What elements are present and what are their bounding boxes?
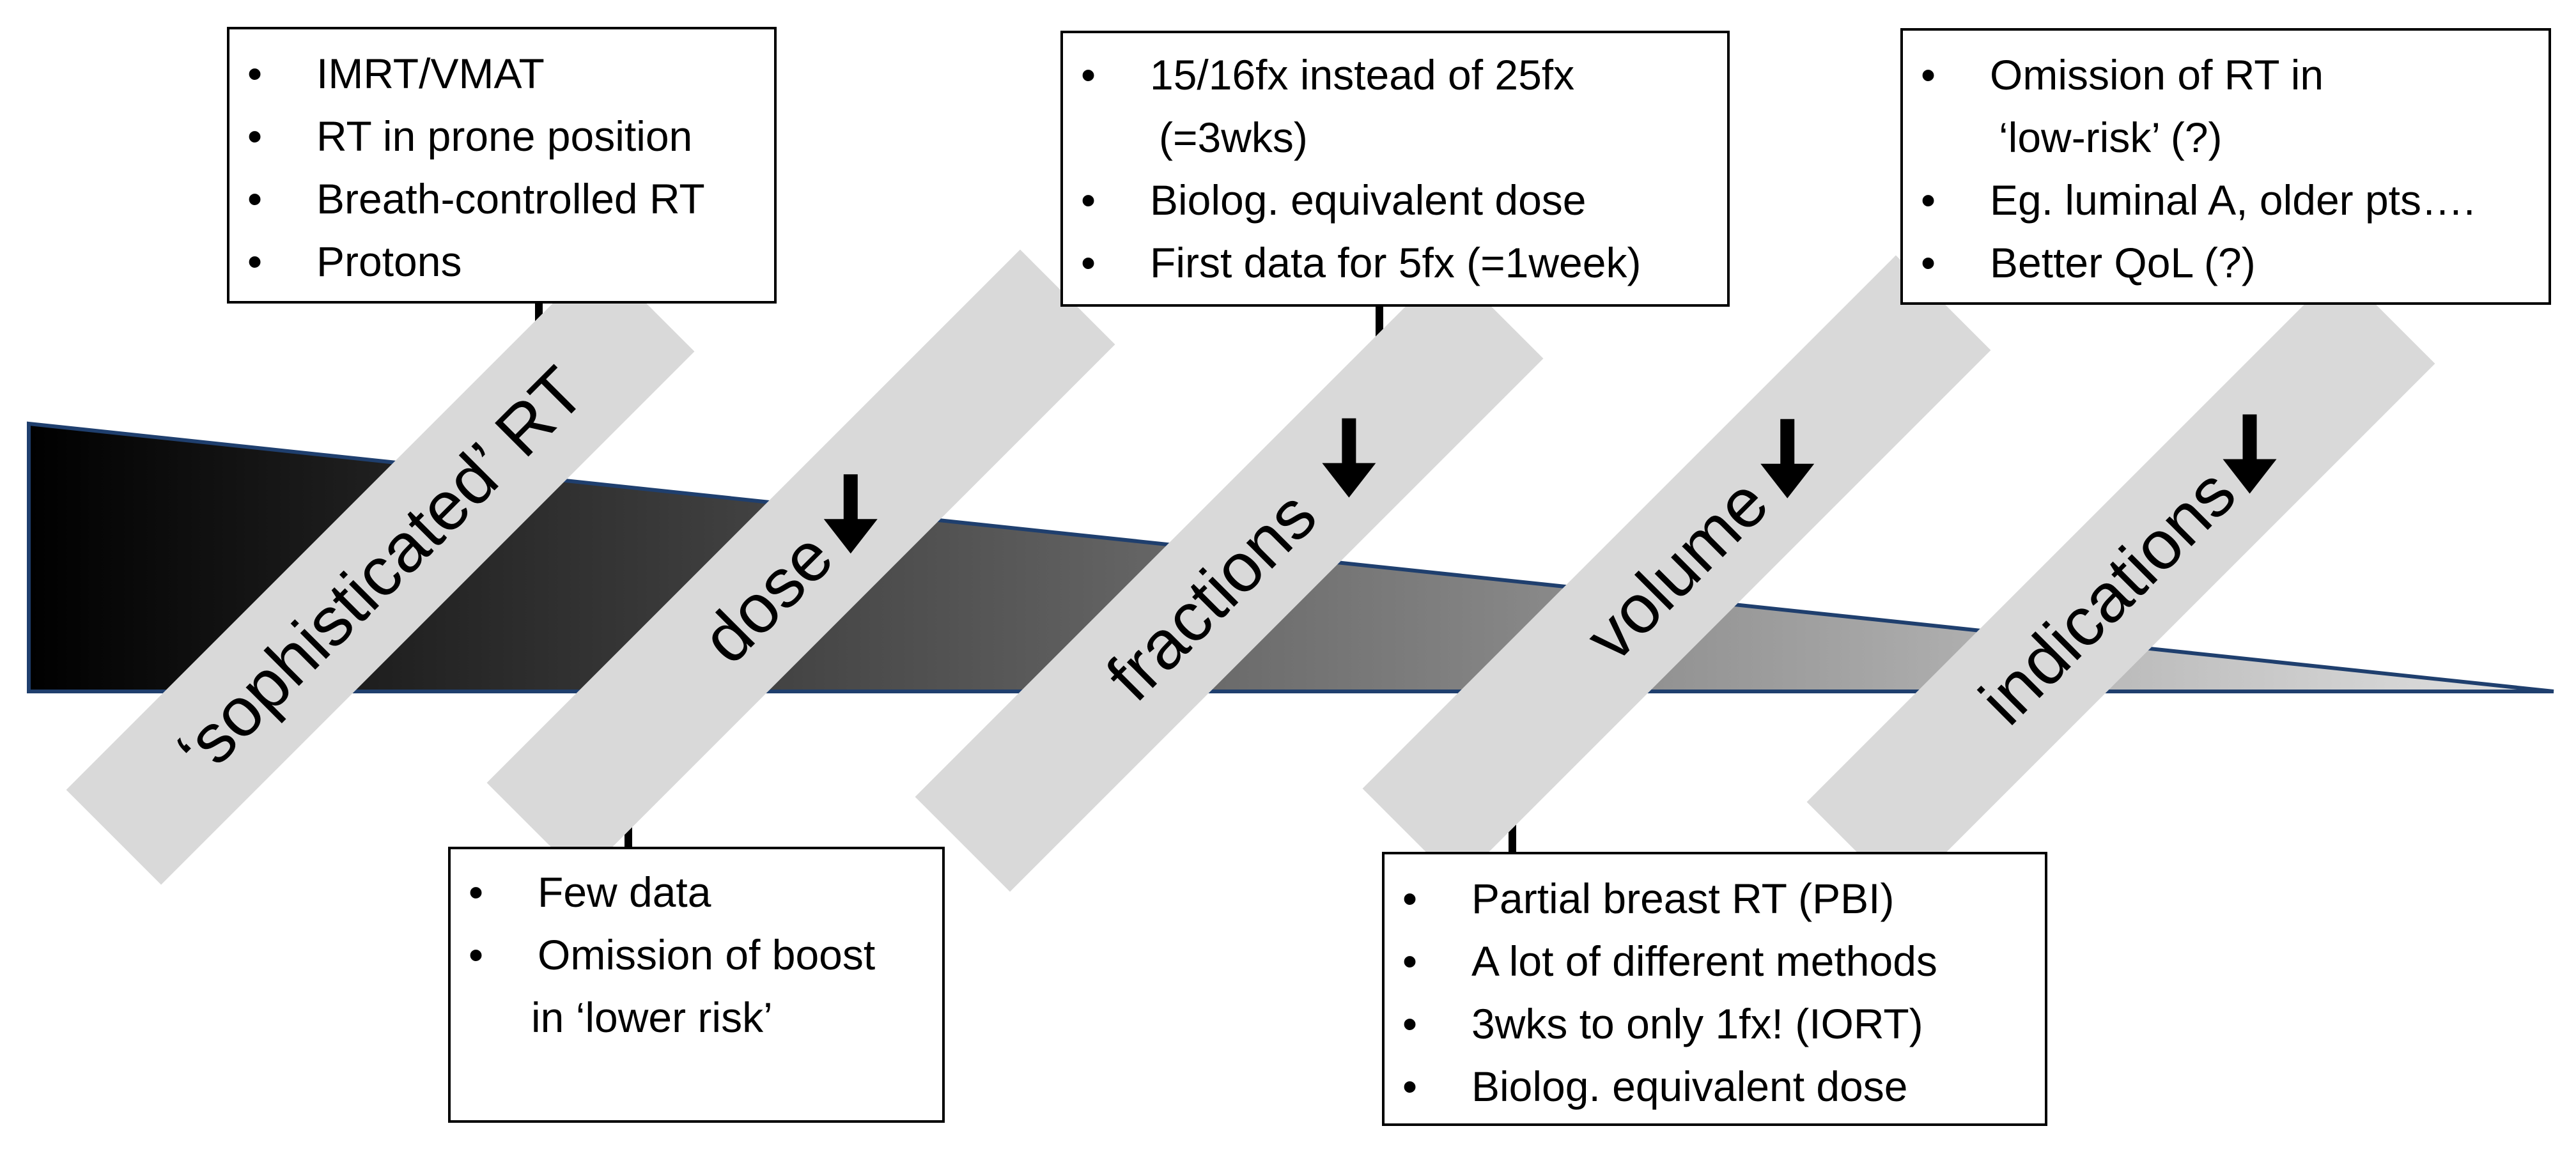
band-background	[1362, 255, 1991, 884]
box-volume: Partial breast RT (PBI) A lot of differe…	[1382, 852, 2047, 1126]
bullet-text: Better QoL (?)	[1990, 239, 2256, 286]
band-background	[486, 249, 1115, 878]
band-background	[66, 256, 695, 885]
bullet-item: Protons	[229, 230, 774, 293]
bullet-text: Omission of boost	[538, 931, 876, 978]
box-sophisticated-rt: IMRT/VMAT RT in prone position Breath-co…	[227, 27, 777, 304]
down-arrow-icon	[823, 474, 878, 554]
bullet-text: A lot of different methods	[1471, 937, 1937, 985]
bullet-item: Few data	[451, 861, 942, 923]
down-arrow-icon	[1322, 418, 1376, 498]
bullet-item: Eg. luminal A, older pts….	[1903, 169, 2549, 231]
band-label: indications	[1965, 454, 2250, 739]
bullet-item: 3wks to only 1fx! (IORT)	[1385, 992, 2045, 1055]
box-fractions: 15/16fx instead of 25fx (=3wks) Biolog. …	[1060, 31, 1730, 307]
bullet-text: RT in prone position	[316, 112, 693, 160]
bullet-item: 15/16fx instead of 25fx (=3wks)	[1063, 43, 1727, 169]
bullet-item: RT in prone position	[229, 105, 774, 167]
box-indications: Omission of RT in ‘low-risk’ (?) Eg. lum…	[1900, 28, 2551, 305]
bullet-item: IMRT/VMAT	[229, 42, 774, 105]
bullet-item: Omission of RT in ‘low-risk’ (?)	[1903, 43, 2549, 169]
down-arrow-icon	[2223, 414, 2277, 494]
band-volume: volume	[1362, 255, 1991, 884]
bullet-text: Eg. luminal A, older pts….	[1990, 176, 2476, 224]
bullet-item: Breath-controlled RT	[229, 167, 774, 230]
bullet-list: IMRT/VMAT RT in prone position Breath-co…	[229, 42, 774, 293]
bullet-item: A lot of different methods	[1385, 930, 2045, 992]
down-arrow-icon	[1760, 419, 1815, 498]
bullet-text: Biolog. equivalent dose	[1150, 176, 1587, 224]
bullet-item: Partial breast RT (PBI)	[1385, 867, 2045, 930]
bullet-text: Protons	[316, 238, 462, 285]
bullet-text: 15/16fx instead of 25fx	[1150, 51, 1575, 98]
bullet-list: Few data Omission of boost in ‘lower ris…	[451, 861, 942, 1049]
bullet-text: Omission of RT in	[1990, 51, 2324, 98]
bullet-text: Partial breast RT (PBI)	[1471, 875, 1895, 922]
bullet-item: Biolog. equivalent dose	[1385, 1055, 2045, 1118]
band-background	[915, 263, 1544, 892]
bullet-text: First data for 5fx (=1week)	[1150, 239, 1641, 286]
bullet-text: Biolog. equivalent dose	[1471, 1063, 1908, 1110]
band-background	[1806, 268, 2435, 897]
bullet-text-continuation: in ‘lower risk’	[531, 994, 773, 1041]
bullet-text-continuation: ‘low-risk’ (?)	[1999, 114, 2223, 161]
bullet-list: Omission of RT in ‘low-risk’ (?) Eg. lum…	[1903, 43, 2549, 294]
bullet-list: Partial breast RT (PBI) A lot of differe…	[1385, 867, 2045, 1118]
bullet-item: First data for 5fx (=1week)	[1063, 231, 1727, 294]
bullet-text: Breath-controlled RT	[316, 175, 705, 222]
bullet-text-continuation: (=3wks)	[1159, 114, 1308, 161]
bullet-item: Biolog. equivalent dose	[1063, 169, 1727, 231]
bullet-text: 3wks to only 1fx! (IORT)	[1471, 1000, 1923, 1047]
bullet-item: Omission of boost in ‘lower risk’	[451, 923, 942, 1049]
bullet-text: IMRT/VMAT	[316, 50, 545, 97]
bullet-list: 15/16fx instead of 25fx (=3wks) Biolog. …	[1063, 43, 1727, 294]
bullet-text: Few data	[538, 868, 711, 916]
box-dose: Few data Omission of boost in ‘lower ris…	[448, 847, 945, 1123]
bullet-item: Better QoL (?)	[1903, 231, 2549, 294]
